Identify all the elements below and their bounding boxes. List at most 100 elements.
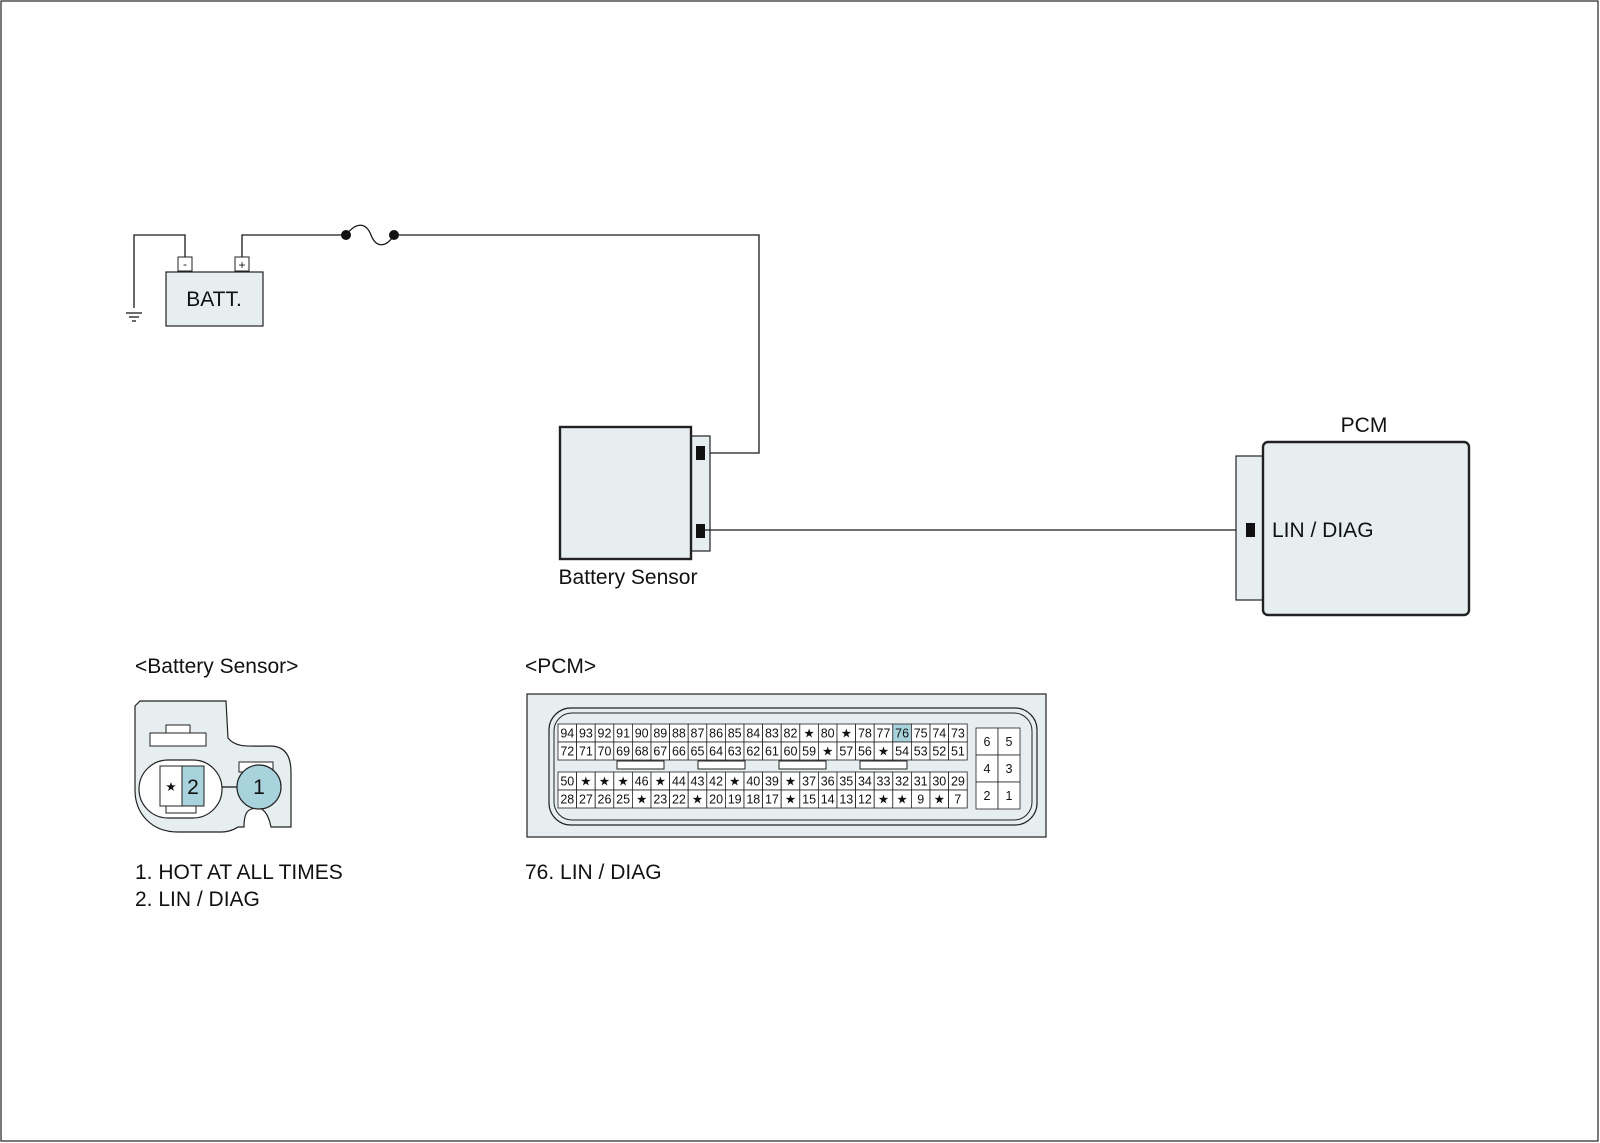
pcm-pin-label: 86 (709, 727, 723, 741)
pcm-pin-label: 60 (784, 745, 798, 759)
battery-sensor-label: Battery Sensor (559, 566, 698, 589)
pcm-pin-label: 42 (709, 775, 723, 789)
pcm-pin-label: 61 (765, 745, 779, 759)
pcm-pin-label: 54 (895, 745, 909, 759)
pcm-pin-label: 18 (746, 793, 760, 807)
pcm-pin-label: 33 (877, 775, 891, 789)
pin-1-terminal (236, 764, 282, 810)
pcm-pin-label: 80 (821, 727, 835, 741)
pcm-pin-label: 51 (951, 745, 965, 759)
pcm-pin-label: 57 (839, 745, 853, 759)
pcm-pin-label: 50 (560, 775, 574, 789)
pcm-pin-label: 26 (598, 793, 612, 807)
pcm-pin-label: 53 (914, 745, 928, 759)
pcm-pin-label: 56 (858, 745, 872, 759)
pcm-pin-label: 28 (560, 793, 574, 807)
pcm-key-4 (859, 760, 908, 770)
pcm-key-1 (616, 760, 665, 770)
pcm-pin-label: 73 (951, 727, 965, 741)
pcm-pin-label: ★ (822, 745, 833, 759)
pcm-pin-label: ★ (841, 727, 852, 741)
ground-wire (133, 234, 186, 308)
power-wire (241, 224, 760, 454)
pin-label-star: ★ (165, 780, 176, 794)
battery-to-fuse-wire (241, 234, 346, 257)
pcm-pin-label: ★ (785, 775, 796, 789)
battery-sensor-connector-title: <Battery Sensor> (135, 655, 298, 678)
pcm-pin-label: 69 (616, 745, 630, 759)
pcm-pin-label: 46 (635, 775, 649, 789)
pcm-pin-label: 68 (635, 745, 649, 759)
battery-sensor-legend-2: 2. LIN / DIAG (135, 888, 260, 911)
pcm-pin-label: 65 (691, 745, 705, 759)
pcm-pin-label: 44 (672, 775, 686, 789)
housing-latch-icon (165, 724, 191, 734)
pcm-pin-label: ★ (655, 775, 666, 789)
pcm-pin-label: ★ (896, 793, 907, 807)
pcm-pin-label: 82 (784, 727, 798, 741)
pcm-pin-label: 37 (802, 775, 816, 789)
pcm-pin-label: ★ (729, 775, 740, 789)
battery-sensor-connector-view: <Battery Sensor> ★ 2 1 1. HOT AT ALL TIM… (134, 655, 343, 911)
pcm-pin-label: 7 (954, 793, 961, 807)
housing-rib (149, 732, 207, 747)
sensor-pin-power (696, 446, 705, 460)
pcm-body (1261, 440, 1471, 617)
pcm-pin-label: 22 (672, 793, 686, 807)
battery-label: BATT. (186, 288, 242, 311)
pcm-pin-label: 85 (728, 727, 742, 741)
battery-body (165, 271, 264, 327)
pcm-side-pin-label: 2 (984, 789, 991, 803)
pin-label-2: 2 (187, 776, 199, 799)
pcm-pin-label: 17 (765, 793, 779, 807)
pcm-pin-label: 29 (951, 775, 965, 789)
pcm-side-pin-label: 3 (1006, 762, 1013, 776)
pin-cell-key (165, 805, 197, 814)
pcm-pin-label: 83 (765, 727, 779, 741)
pcm-pin-label: 35 (839, 775, 853, 789)
pcm-signal-label: LIN / DIAG (1272, 519, 1374, 542)
pcm-pin-label: 30 (932, 775, 946, 789)
pcm-pin-label: 39 (765, 775, 779, 789)
pcm-pin-label: 91 (616, 727, 630, 741)
pcm-pin-label: 67 (653, 745, 667, 759)
pcm-pin-label: 62 (746, 745, 760, 759)
battery-pos-symbol: + (238, 258, 245, 272)
pcm-pin-label: 70 (598, 745, 612, 759)
pcm-pin-label: 14 (821, 793, 835, 807)
pcm-pin-label: 34 (858, 775, 872, 789)
pcm-pin-label: ★ (878, 793, 889, 807)
battery-sensor-legend-1: 1. HOT AT ALL TIMES (135, 861, 343, 884)
pcm-connector-shroud-inner (553, 712, 1033, 821)
battery-neg-symbol: - (183, 257, 187, 271)
battery: - + BATT. (165, 256, 264, 327)
pcm-pin-label: ★ (878, 745, 889, 759)
pcm-pin-label: ★ (617, 775, 628, 789)
pcm-connector-title: <PCM> (525, 655, 596, 678)
battery-sensor-body (558, 425, 693, 561)
pcm-pin-label: 90 (635, 727, 649, 741)
pcm-pin-label: 40 (746, 775, 760, 789)
pcm-keys (616, 760, 908, 770)
pcm-pin-label: 75 (914, 727, 928, 741)
pcm-pin-label: 20 (709, 793, 723, 807)
pcm-pin-label: ★ (599, 775, 610, 789)
pcm-pin-label: ★ (803, 727, 814, 741)
pcm-pin-label: 27 (579, 793, 593, 807)
pcm-side-pin-label: 5 (1006, 735, 1013, 749)
pcm-pin-cell (948, 741, 968, 761)
pcm-pin-label: 89 (653, 727, 667, 741)
pcm-pin-label: ★ (580, 775, 591, 789)
pcm-side-pin-cell (997, 781, 1021, 810)
pcm-pin-label: 74 (932, 727, 946, 741)
pcm-pin-label: 94 (560, 727, 574, 741)
pcm-pin-label: 84 (746, 727, 760, 741)
pcm-pin-label: 36 (821, 775, 835, 789)
pcm-pin-label: 59 (802, 745, 816, 759)
pcm-pin-label: 88 (672, 727, 686, 741)
pin-label-1: 1 (253, 776, 265, 799)
pcm-key-3 (778, 760, 827, 770)
pcm-pin-label: ★ (934, 793, 945, 807)
